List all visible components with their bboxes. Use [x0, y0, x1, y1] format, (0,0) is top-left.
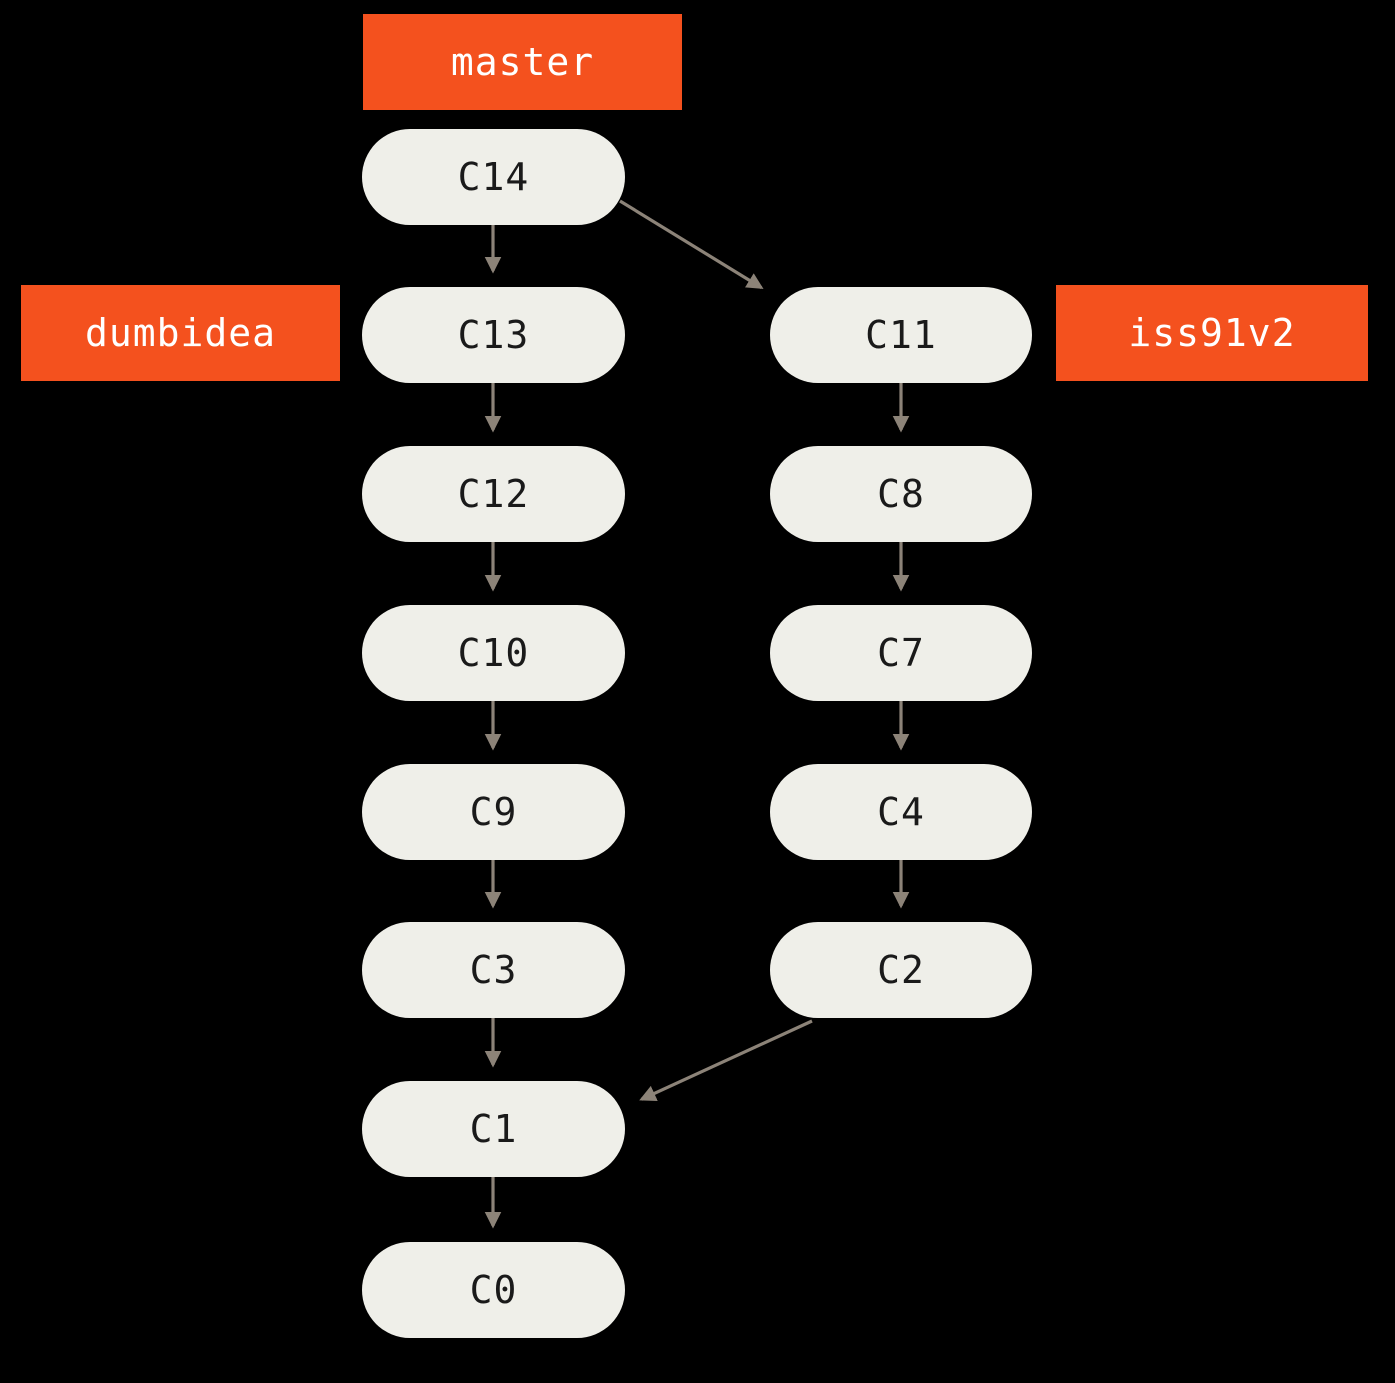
commit-label: C10 — [457, 631, 530, 675]
commit-node-c4[interactable]: C4 — [770, 764, 1032, 860]
branch-label-master[interactable]: master — [363, 14, 682, 110]
commit-label: C3 — [469, 948, 518, 992]
commit-label: C4 — [877, 790, 925, 834]
branch-label-text: dumbidea — [84, 311, 277, 355]
commit-label: C14 — [457, 155, 530, 199]
commit-node-c9[interactable]: C9 — [362, 764, 625, 860]
commit-label: C0 — [469, 1268, 518, 1312]
branch-label-text: iss91v2 — [1128, 311, 1296, 355]
commit-node-c1[interactable]: C1 — [362, 1081, 625, 1177]
commit-label: C2 — [877, 948, 925, 992]
commit-label: C7 — [877, 631, 925, 675]
commit-label: C11 — [865, 313, 937, 357]
commit-node-c3[interactable]: C3 — [362, 922, 625, 1018]
commit-label: C12 — [457, 472, 530, 516]
commit-node-c13[interactable]: C13 — [362, 287, 625, 383]
branch-label-text: master — [450, 40, 595, 84]
commit-node-c8[interactable]: C8 — [770, 446, 1032, 542]
commit-node-c7[interactable]: C7 — [770, 605, 1032, 701]
commit-label: C9 — [469, 790, 518, 834]
commit-node-c10[interactable]: C10 — [362, 605, 625, 701]
commit-label: C1 — [469, 1107, 518, 1151]
commit-node-c14[interactable]: C14 — [362, 129, 625, 225]
branch-label-iss91v2[interactable]: iss91v2 — [1056, 285, 1368, 381]
commit-node-c11[interactable]: C11 — [770, 287, 1032, 383]
commit-node-c2[interactable]: C2 — [770, 922, 1032, 1018]
commit-node-c0[interactable]: C0 — [362, 1242, 625, 1338]
branch-label-dumbidea[interactable]: dumbidea — [21, 285, 340, 381]
commit-label: C8 — [877, 472, 925, 516]
commit-label: C13 — [457, 313, 530, 357]
commit-node-c12[interactable]: C12 — [362, 446, 625, 542]
edge-c14-to-c11 — [619, 199, 764, 290]
edge-c2-to-c1 — [639, 1019, 813, 1102]
